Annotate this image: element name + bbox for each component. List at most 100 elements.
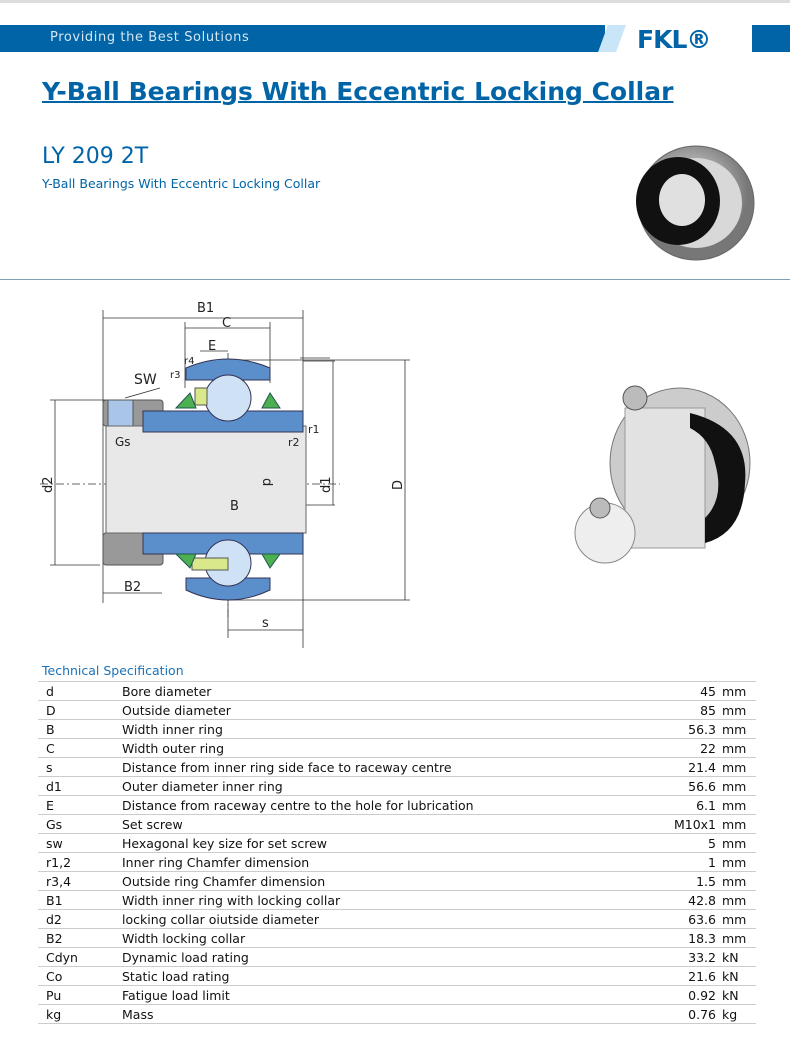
- spec-description: Outside ring Chamfer dimension: [114, 871, 653, 891]
- spec-unit: mm: [716, 871, 756, 891]
- spec-unit: mm: [716, 738, 756, 758]
- spec-description: locking collar oiutside diameter: [114, 909, 653, 929]
- spec-unit: kN: [716, 947, 756, 967]
- spec-description: Distance from inner ring side face to ra…: [114, 757, 653, 777]
- spec-symbol: Pu: [38, 985, 114, 1005]
- spec-description: Width inner ring with locking collar: [114, 890, 653, 910]
- spec-symbol: d: [38, 681, 114, 701]
- spec-symbol: r3,4: [38, 871, 114, 891]
- spec-value: 56.6: [652, 776, 716, 796]
- header-bar: Providing the Best Solutions FKL®: [0, 25, 790, 54]
- label-B1: B1: [197, 301, 214, 316]
- label-s: s: [262, 616, 269, 631]
- spec-value: 33.2: [652, 947, 716, 967]
- spec-description: Fatigue load limit: [114, 985, 653, 1005]
- spec-value: 85: [652, 700, 716, 720]
- spec-unit: kN: [716, 985, 756, 1005]
- spec-symbol: B1: [38, 890, 114, 910]
- spec-value: 0.76: [652, 1004, 716, 1024]
- tagline: Providing the Best Solutions: [50, 30, 250, 45]
- spec-unit: mm: [716, 909, 756, 929]
- spec-unit: mm: [716, 700, 756, 720]
- bearing-photo: [636, 145, 755, 261]
- spec-unit: mm: [716, 833, 756, 853]
- spec-description: Width outer ring: [114, 738, 653, 758]
- spec-symbol: sw: [38, 833, 114, 853]
- spec-value: 5: [652, 833, 716, 853]
- spec-description: Distance from raceway centre to the hole…: [114, 795, 653, 815]
- spec-symbol: D: [38, 700, 114, 720]
- spec-symbol: d1: [38, 776, 114, 796]
- label-d1: d1: [319, 476, 334, 493]
- spec-value: M10x1: [652, 814, 716, 834]
- label-C: C: [222, 316, 231, 331]
- spec-value: 22: [652, 738, 716, 758]
- spec-unit: kg: [716, 1004, 756, 1024]
- label-B2: B2: [124, 580, 141, 595]
- spec-symbol: d2: [38, 909, 114, 929]
- spec-description: Inner ring Chamfer dimension: [114, 852, 653, 872]
- spec-unit: mm: [716, 776, 756, 796]
- product-model: LY 209 2T: [42, 144, 149, 169]
- spec-unit: mm: [716, 890, 756, 910]
- spec-value: 18.3: [652, 928, 716, 948]
- spec-symbol: E: [38, 795, 114, 815]
- spec-unit: mm: [716, 852, 756, 872]
- label-r3: r3: [170, 370, 180, 381]
- label-SW: SW: [134, 372, 157, 388]
- spec-description: Outer diameter inner ring: [114, 776, 653, 796]
- spec-unit: mm: [716, 719, 756, 739]
- spec-unit: mm: [716, 928, 756, 948]
- bearing-dimension-drawing: B1 C E r4 r3 SW Gs r1 r2 d2 d d1 D B B2 …: [40, 301, 410, 648]
- product-subtitle: Y-Ball Bearings With Eccentric Locking C…: [42, 176, 321, 191]
- spec-value: 42.8: [652, 890, 716, 910]
- spec-description: Mass: [114, 1004, 653, 1024]
- spec-symbol: B: [38, 719, 114, 739]
- spec-description: Set screw: [114, 814, 653, 834]
- spec-description: Width locking collar: [114, 928, 653, 948]
- divider: [0, 279, 790, 280]
- spec-unit: mm: [716, 814, 756, 834]
- spec-description: Hexagonal key size for set screw: [114, 833, 653, 853]
- label-B: B: [230, 499, 239, 514]
- label-Gs: Gs: [115, 435, 131, 449]
- fkl-logo: FKL®: [637, 25, 711, 54]
- spec-unit: mm: [716, 681, 756, 701]
- spec-description: Static load rating: [114, 966, 653, 986]
- bearing-cutaway-image: [574, 385, 751, 564]
- spec-value: 21.4: [652, 757, 716, 777]
- spec-value: 1: [652, 852, 716, 872]
- spec-heading: Technical Specification: [42, 663, 184, 678]
- spec-value: 21.6: [652, 966, 716, 986]
- spec-symbol: Cdyn: [38, 947, 114, 967]
- spec-value: 63.6: [652, 909, 716, 929]
- spec-value: 45: [652, 681, 716, 701]
- spec-symbol: r1,2: [38, 852, 114, 872]
- spec-symbol: Gs: [38, 814, 114, 834]
- spec-unit: kN: [716, 966, 756, 986]
- label-d: d: [259, 478, 274, 486]
- spec-description: Dynamic load rating: [114, 947, 653, 967]
- spec-symbol: kg: [38, 1004, 114, 1024]
- spec-symbol: s: [38, 757, 114, 777]
- spec-description: Outside diameter: [114, 700, 653, 720]
- label-D: D: [391, 480, 406, 490]
- label-r4: r4: [184, 356, 194, 367]
- spec-symbol: B2: [38, 928, 114, 948]
